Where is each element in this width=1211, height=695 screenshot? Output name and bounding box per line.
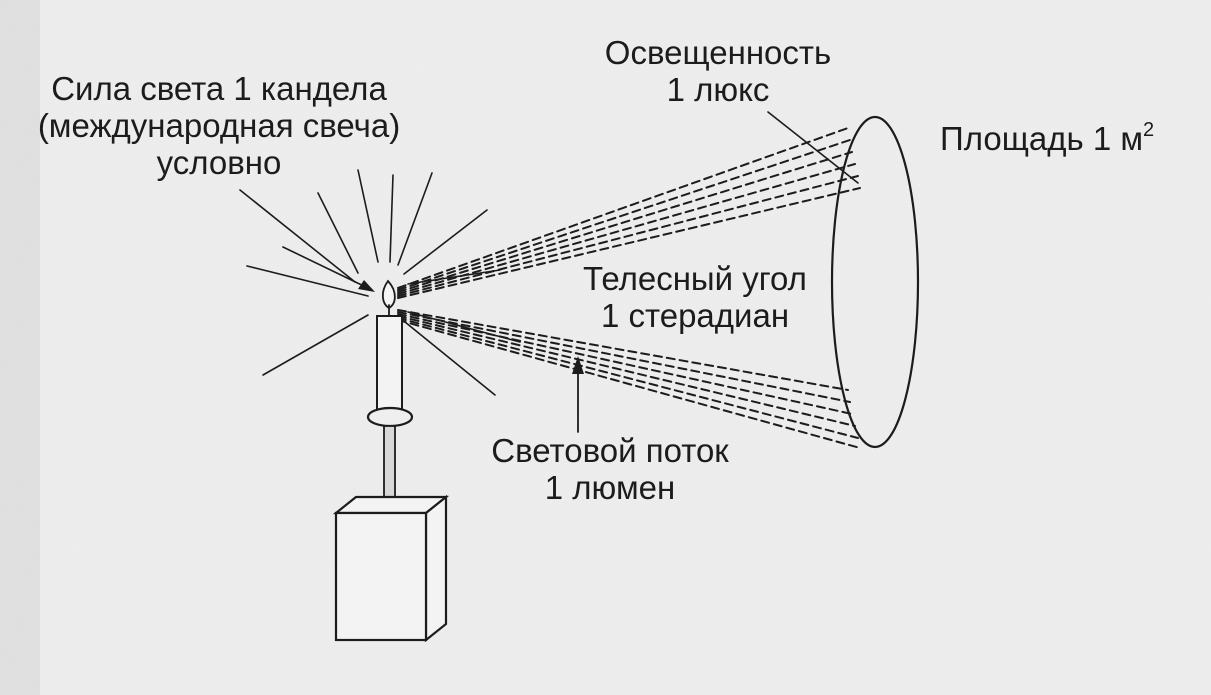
candle-holder-ring bbox=[366, 406, 414, 428]
cone-ray-4 bbox=[397, 163, 856, 295]
ray-up-right bbox=[397, 172, 433, 266]
luminous-intensity-label: Сила света 1 кандела (международная свеч… bbox=[24, 72, 414, 183]
luminous-intensity-line1: Сила света 1 кандела bbox=[51, 70, 387, 107]
flux-pointer bbox=[572, 356, 584, 433]
cone-ray-8 bbox=[397, 311, 851, 403]
area-text: Площадь 1 м bbox=[940, 120, 1144, 157]
cone-ray-12 bbox=[397, 319, 861, 449]
solid-angle-line2: 1 стерадиан bbox=[600, 297, 790, 334]
candle bbox=[366, 279, 414, 507]
ray-upper-left bbox=[239, 189, 356, 283]
cone-ray-6 bbox=[397, 187, 861, 299]
ray-lower-left bbox=[262, 314, 369, 376]
ray-left bbox=[246, 265, 369, 297]
light-cone bbox=[397, 127, 861, 449]
intensity-pointer bbox=[282, 246, 375, 292]
solid-angle-line1: Телесный угол bbox=[583, 260, 807, 297]
cone-ray-11 bbox=[397, 317, 859, 439]
area-ellipse bbox=[830, 115, 920, 449]
cone-ray-10 bbox=[397, 315, 856, 427]
solid-angle-label: Телесный угол 1 стерадиан bbox=[560, 262, 830, 336]
luminous-flux-line2: 1 люмен bbox=[544, 469, 676, 506]
area-label: Площадь 1 м2 bbox=[940, 119, 1155, 157]
cone-ray-2 bbox=[397, 139, 851, 291]
luminous-flux-label: Световой поток 1 люмен bbox=[460, 434, 760, 508]
area-superscript: 2 bbox=[1143, 119, 1155, 141]
ray-upper-right bbox=[403, 209, 488, 275]
ray-up-left bbox=[317, 192, 359, 274]
luminous-intensity-line2: (международная свеча) bbox=[37, 107, 401, 144]
luminous-flux-line1: Световой поток bbox=[491, 432, 729, 469]
scan-left-edge bbox=[0, 0, 40, 695]
base-box bbox=[332, 494, 450, 643]
illuminance-pointer bbox=[767, 111, 859, 184]
cone-ray-3 bbox=[397, 151, 853, 293]
cone-ray-7 bbox=[397, 309, 849, 391]
illuminance-label: Освещенность 1 люкс bbox=[578, 36, 858, 110]
cone-ray-5 bbox=[397, 175, 859, 297]
cone-ray-9 bbox=[397, 313, 853, 415]
candle-stand bbox=[383, 425, 396, 507]
luminous-intensity-line3: условно bbox=[156, 144, 282, 181]
illuminance-line2: 1 люкс bbox=[666, 71, 770, 108]
cone-ray-1 bbox=[397, 127, 849, 289]
ray-up bbox=[389, 174, 394, 263]
ray-up-left-steep bbox=[357, 169, 379, 263]
ray-lower-right bbox=[404, 321, 496, 396]
illuminance-line1: Освещенность bbox=[604, 34, 832, 71]
candle-body bbox=[376, 315, 403, 413]
